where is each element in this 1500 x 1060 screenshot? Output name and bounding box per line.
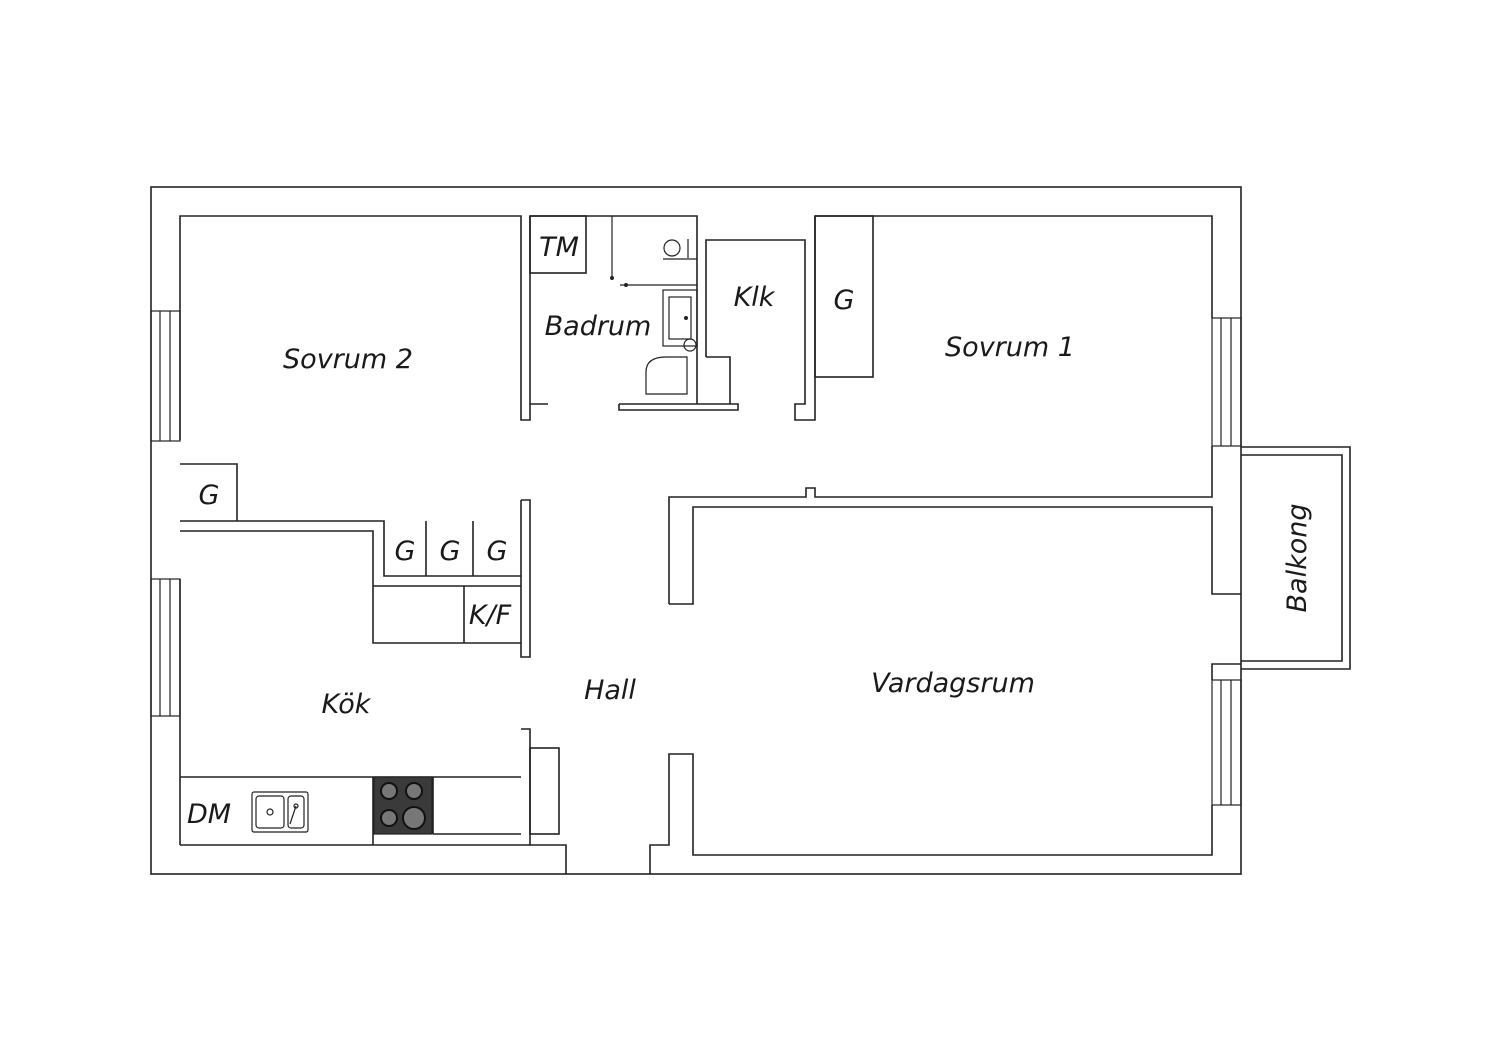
kitchen-fixtures [251,776,521,845]
label-dm: DM [187,799,231,830]
label-vardagsrum: Vardagsrum [871,668,1035,699]
label-wardrobe-hall-3: G [487,536,508,567]
label-kok: Kök [322,689,372,720]
window-sovrum2 [150,310,181,442]
window-vardagsrum [1211,679,1242,806]
balcony [1241,446,1351,670]
interior-walls [180,216,1241,874]
label-wardrobe-hall-1: G [395,536,416,567]
toilet-icon [645,356,688,395]
label-wardrobe-sovrum1: G [834,285,855,316]
label-wardrobe-hall-2: G [440,536,461,567]
label-badrum: Badrum [545,311,652,342]
wardrobes [373,215,874,643]
bathroom-fixtures [529,215,698,395]
washing-machine-box [529,215,587,274]
label-klk: Klk [734,282,776,313]
label-sovrum2: Sovrum 2 [283,344,413,375]
label-sovrum1: Sovrum 1 [945,332,1075,363]
window-sovrum1 [1211,317,1242,447]
sink-icon [251,791,309,833]
label-wardrobe-sovrum2: G [199,480,220,511]
sink-icon [662,289,698,347]
label-hall: Hall [584,675,636,706]
label-kf: K/F [469,600,512,631]
label-balkong: Balkong [1282,504,1313,613]
shower-head-icon [663,239,681,257]
window-kok [150,578,181,717]
label-tm: TM [539,232,579,263]
